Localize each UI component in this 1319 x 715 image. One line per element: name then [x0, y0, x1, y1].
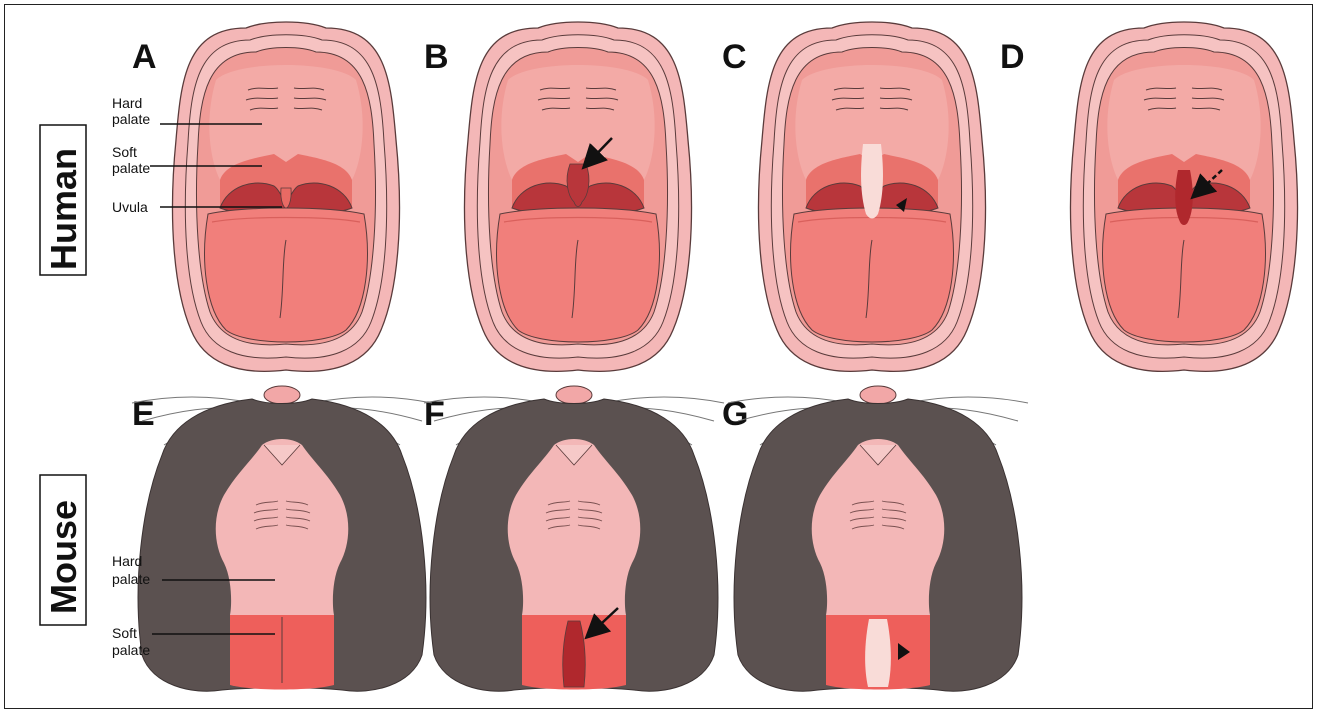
figure-frame [4, 4, 1313, 709]
